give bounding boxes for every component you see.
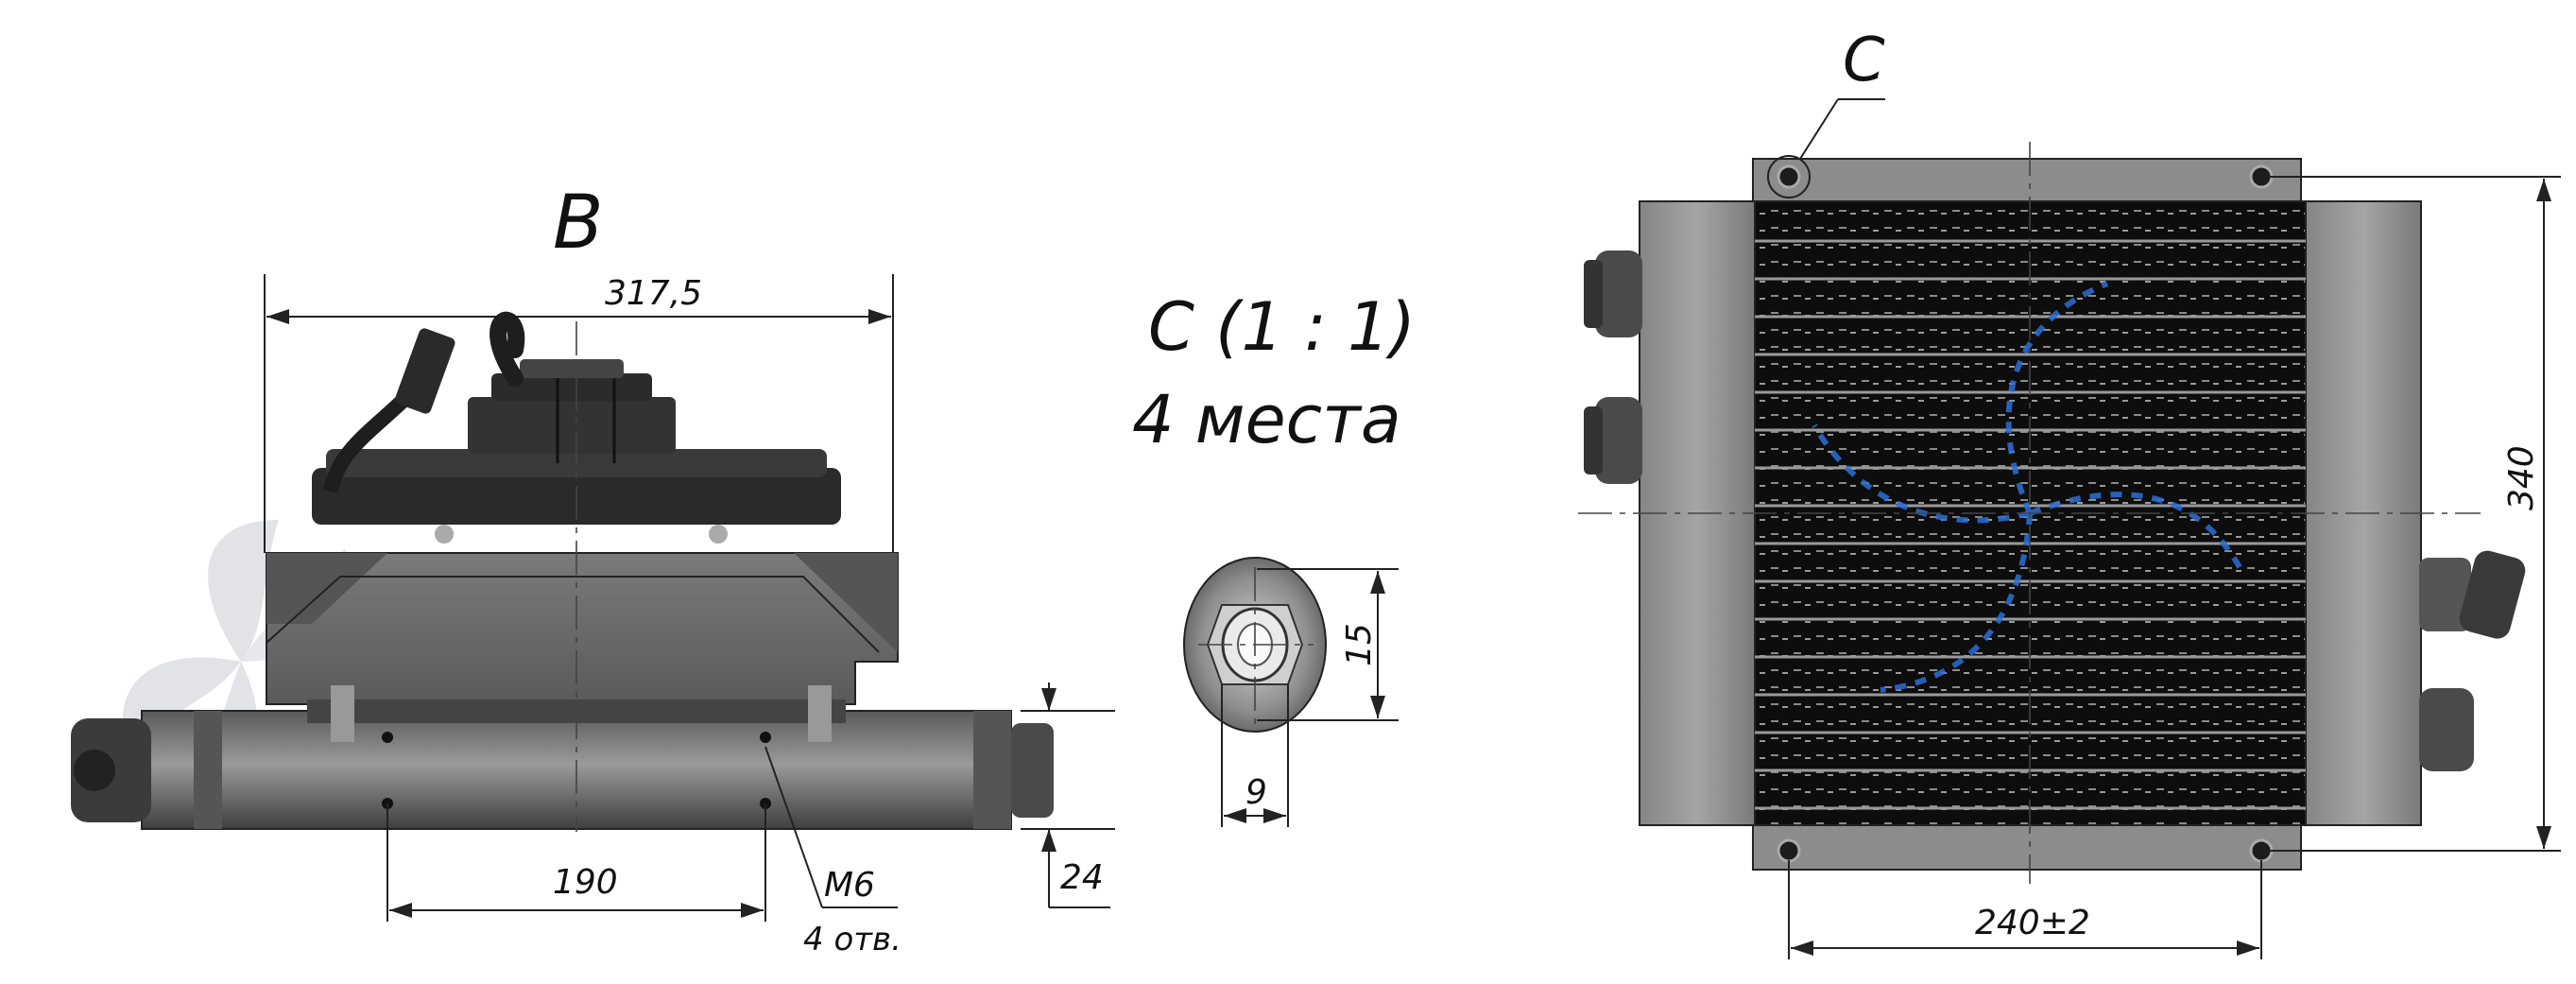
dim-width-front: 240±2 [1975, 904, 2090, 942]
dim-width-b: 317,5 [605, 274, 702, 313]
bolt-icon [74, 750, 115, 791]
callout-c: C [1843, 26, 1885, 95]
dim-holes: 190 [553, 863, 618, 902]
dim-detail-width: 9 [1245, 773, 1267, 812]
view-b: B 317,5 [71, 181, 1115, 958]
dim-detail-height: 15 [1340, 623, 1379, 666]
detail-c: C (1 : 1) 4 места 15 9 [1132, 288, 1416, 827]
dim-height-front: 340 [2502, 445, 2541, 510]
mount-hole-icon [1777, 164, 1801, 189]
fan-shroud [266, 525, 899, 705]
view-b-label: B [553, 181, 604, 266]
detail-subtitle: 4 места [1132, 381, 1401, 458]
thread-count: 4 отв. [803, 921, 902, 958]
radiator-side [71, 685, 1054, 830]
detail-title: C (1 : 1) [1148, 288, 1416, 366]
view-front: C 340 240±2 [1578, 26, 2561, 959]
dim-flange: 24 [1060, 858, 1104, 897]
fan-blades-icon [1812, 281, 2242, 693]
mount-hole-icon [1777, 838, 1801, 863]
thread-label: M6 [824, 866, 875, 905]
